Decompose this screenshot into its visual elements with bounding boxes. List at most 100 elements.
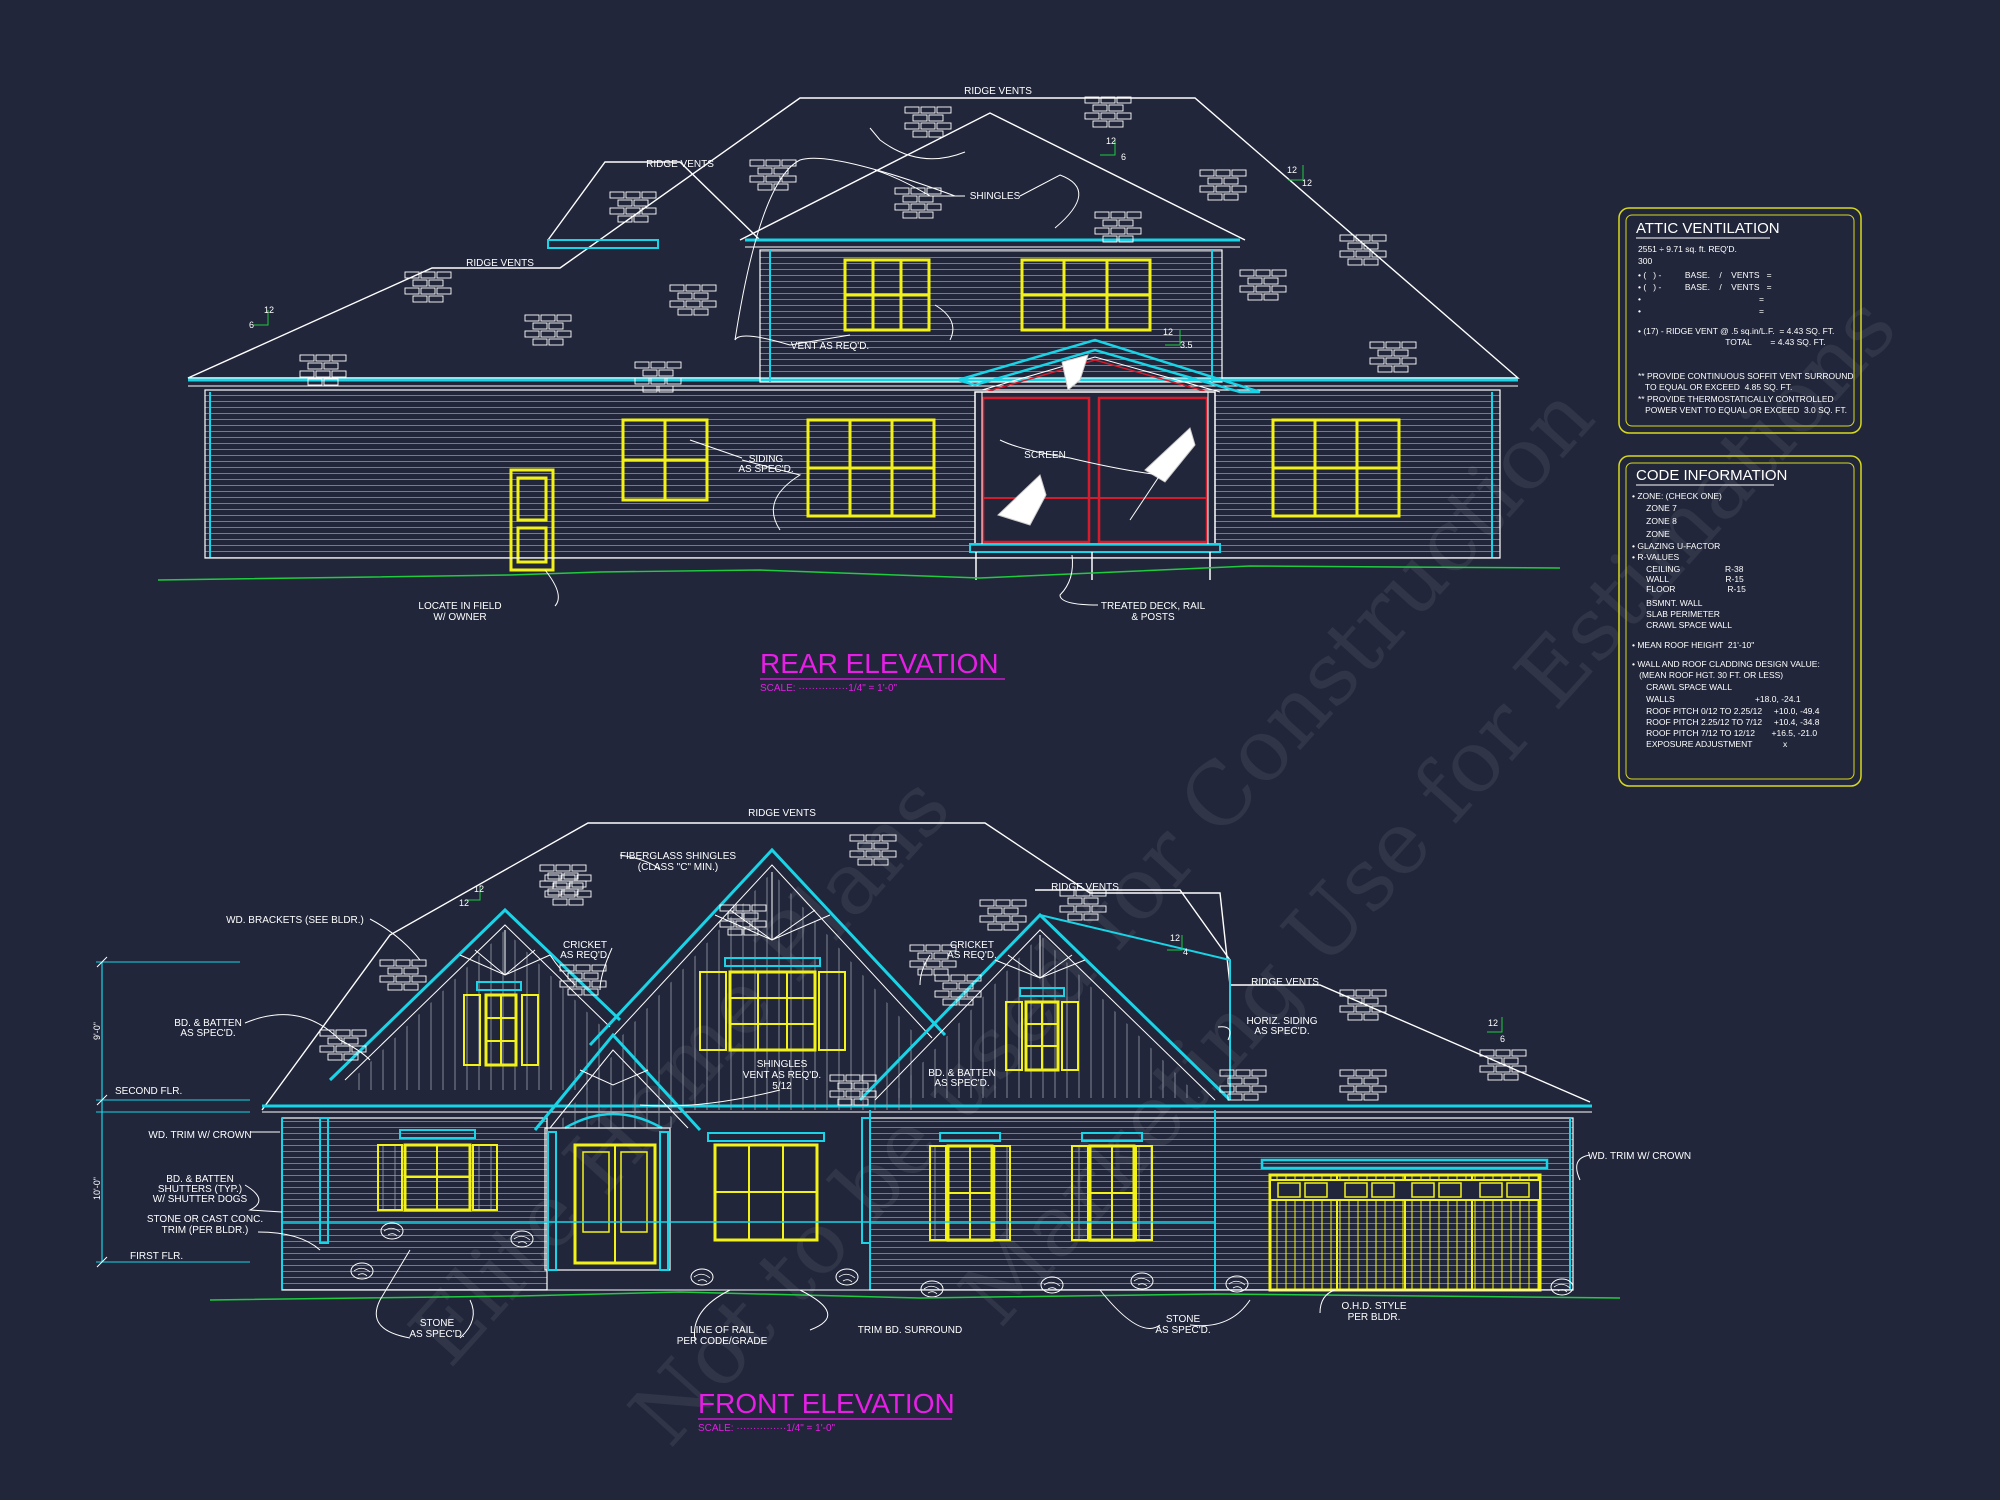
front-label-bd-batten-left-2: AS SPEC'D.: [180, 1028, 235, 1039]
rear-pitch-b-run: 6: [1121, 152, 1126, 162]
attic-note-1: ** PROVIDE CONTINUOUS SOFFIT VENT SURROU…: [1638, 371, 1854, 381]
front-ground-line: [209, 1291, 1621, 1301]
front-label-shingles-2: VENT AS REQ'D.: [743, 1070, 821, 1081]
attic-note-2: TO EQUAL OR EXCEED 4.85 SQ. FT.: [1638, 382, 1792, 392]
rear-pitch-d-rise: 12: [1163, 327, 1173, 337]
front-elevation: 9'-0" 10'-0" 12: [92, 808, 1691, 1434]
attic-line-2: 300: [1638, 256, 1652, 266]
rear-pitch-c-rise: 12: [1287, 165, 1297, 175]
front-elevation-scale: SCALE: ···············1/4" = 1'-0": [698, 1423, 836, 1434]
attic-ventilation-panel: ATTIC VENTILATION 2551 ÷ 9.71 sq. ft. RE…: [1618, 207, 1862, 434]
front-label-cricket-left-1: CRICKET: [563, 940, 607, 951]
front-label-first-flr: FIRST FLR.: [130, 1251, 183, 1262]
code-line: • WALL AND ROOF CLADDING DESIGN VALUE:: [1632, 659, 1820, 669]
attic-line-5: • =: [1638, 294, 1764, 304]
code-line: • GLAZING U-FACTOR: [1632, 541, 1720, 551]
rear-label-deck-1: TREATED DECK, RAIL: [1101, 601, 1206, 612]
rear-labels: RIDGE VENTS RIDGE VENTS RIDGE VENTS SHIN…: [418, 86, 1205, 623]
front-dim-upper: 9'-0": [92, 1022, 102, 1040]
front-garage-door: [1260, 1158, 1549, 1292]
front-label-shingles-1: SHINGLES: [757, 1059, 808, 1070]
front-label-stone-left-1: STONE: [420, 1318, 455, 1329]
attic-line-8: TOTAL = 4.43 SQ. FT.: [1638, 337, 1825, 347]
rear-screen-porch: [953, 338, 1261, 580]
front-upper-window-center: [699, 957, 846, 1052]
rear-label-ridge-vents-top: RIDGE VENTS: [964, 86, 1032, 97]
front-lower-window-mid-b: [1071, 1132, 1153, 1242]
front-label-fiberglass-2: (CLASS "C" MIN.): [638, 862, 718, 873]
rear-label-ridge-vents-mid: RIDGE VENTS: [646, 159, 714, 170]
front-label-shutters-2: SHUTTERS (TYP.): [158, 1184, 242, 1195]
rear-first-floor: [204, 389, 1501, 559]
rear-pitch-b-rise: 12: [1106, 136, 1116, 146]
front-gable-right: [858, 912, 1232, 1102]
rear-label-locate-2: W/ OWNER: [433, 612, 486, 623]
front-label-second-flr: SECOND FLR.: [115, 1086, 182, 1097]
attic-line-6: • =: [1638, 306, 1764, 316]
attic-line-7: • (17) - RIDGE VENT @ .5 sq.in/L.F. = 4.…: [1638, 326, 1834, 336]
front-pitch-markers: 12 12 12 4 12 6: [459, 884, 1505, 1044]
code-line: SLAB PERIMETER: [1632, 609, 1720, 619]
rear-door: [509, 468, 555, 572]
rear-label-siding-1: SIDING: [749, 454, 784, 465]
rear-label-ridge-vents-left: RIDGE VENTS: [466, 258, 534, 269]
code-information-panel: CODE INFORMATION • ZONE: (CHECK ONE) ZON…: [1618, 455, 1862, 787]
rear-pitch-a-run: 6: [249, 320, 254, 330]
front-label-ohd-1: O.H.D. STYLE: [1341, 1301, 1406, 1312]
front-pitch-a-rise: 12: [474, 884, 484, 894]
front-leaders: [244, 854, 1591, 1341]
code-line: • ZONE: (CHECK ONE): [1632, 491, 1722, 501]
front-label-stone-right-2: AS SPEC'D.: [1155, 1325, 1210, 1336]
front-label-horiz-siding-1: HORIZ. SIDING: [1246, 1016, 1317, 1027]
rear-elevation-title: REAR ELEVATION: [760, 648, 999, 679]
rear-window-upper-left: [843, 258, 931, 332]
rear-pitch-d-run: 3.5: [1180, 340, 1193, 350]
code-line: (MEAN ROOF HGT. 30 FT. OR LESS): [1632, 670, 1783, 680]
front-pitch-b-rise: 12: [1170, 933, 1180, 943]
front-label-cricket-right-1: CRICKET: [950, 940, 994, 951]
front-elevation-title: FRONT ELEVATION: [698, 1388, 955, 1419]
rear-label-screen: SCREEN: [1024, 450, 1066, 461]
rear-window-center: [806, 418, 936, 518]
front-label-bd-batten-center-1: BD. & BATTEN: [928, 1068, 996, 1079]
code-line: FLOOR R-15: [1632, 584, 1746, 594]
rear-second-floor: [745, 238, 1240, 383]
front-label-ohd-2: PER BLDR.: [1348, 1312, 1401, 1323]
rear-label-locate-1: LOCATE IN FIELD: [418, 601, 501, 612]
front-label-ridge-vents-right: RIDGE VENTS: [1251, 977, 1319, 988]
front-upper-window-left: [463, 981, 539, 1067]
front-pitch-c-rise: 12: [1488, 1018, 1498, 1028]
front-label-stone-right-1: STONE: [1166, 1314, 1201, 1325]
code-line: ROOF PITCH 2.25/12 TO 7/12 +10.4, -34.8: [1632, 717, 1820, 727]
code-information-title: CODE INFORMATION: [1636, 467, 1787, 484]
rear-elevation-scale: SCALE: ···············1/4" = 1'-0": [760, 683, 898, 694]
rear-window-right: [1271, 418, 1401, 518]
rear-label-deck-2: & POSTS: [1131, 612, 1175, 623]
front-label-shutters-3: W/ SHUTTER DOGS: [153, 1194, 248, 1205]
rear-elevation: 12 6 12 6 12 12 12 3.5 RIDGE VENTS RIDGE…: [157, 86, 1561, 694]
code-line: WALLS +18.0, -24.1: [1632, 694, 1801, 704]
front-label-stone-trim-2: TRIM (PER BLDR.): [162, 1225, 249, 1236]
code-line: CRAWL SPACE WALL: [1632, 620, 1732, 630]
code-line: ROOF PITCH 7/12 TO 12/12 +16.5, -21.0: [1632, 728, 1817, 738]
front-porch-columns: [319, 1117, 871, 1271]
front-pitch-c-run: 6: [1500, 1034, 1505, 1044]
front-label-stone-left-2: AS SPEC'D.: [409, 1329, 464, 1340]
rear-window-upper-right: [1020, 258, 1152, 332]
front-label-fiberglass-1: FIBERGLASS SHINGLES: [620, 851, 736, 862]
front-lower-window-mid-a: [929, 1132, 1011, 1242]
front-label-rail-2: PER CODE/GRADE: [677, 1336, 768, 1347]
code-line: ZONE 7: [1632, 503, 1677, 513]
front-label-bd-batten-center-2: AS SPEC'D.: [934, 1078, 989, 1089]
front-entry-gable: [533, 1032, 702, 1271]
code-line: • MEAN ROOF HEIGHT 21'-10": [1632, 640, 1754, 650]
front-label-trim-bd: TRIM BD. SURROUND: [858, 1325, 962, 1336]
rear-leaders: [544, 127, 1161, 607]
front-entry-doors: [573, 1143, 657, 1265]
front-label-wd-trim-left: WD. TRIM W/ CROWN: [148, 1130, 251, 1141]
attic-note-4: POWER VENT TO EQUAL OR EXCEED 3.0 SQ. FT…: [1638, 405, 1847, 415]
code-line: ROOF PITCH 0/12 TO 2.25/12 +10.0, -49.4: [1632, 706, 1820, 716]
code-line: ZONE 8: [1632, 516, 1677, 526]
attic-note-3: ** PROVIDE THERMOSTATICALLY CONTROLLED: [1638, 394, 1834, 404]
